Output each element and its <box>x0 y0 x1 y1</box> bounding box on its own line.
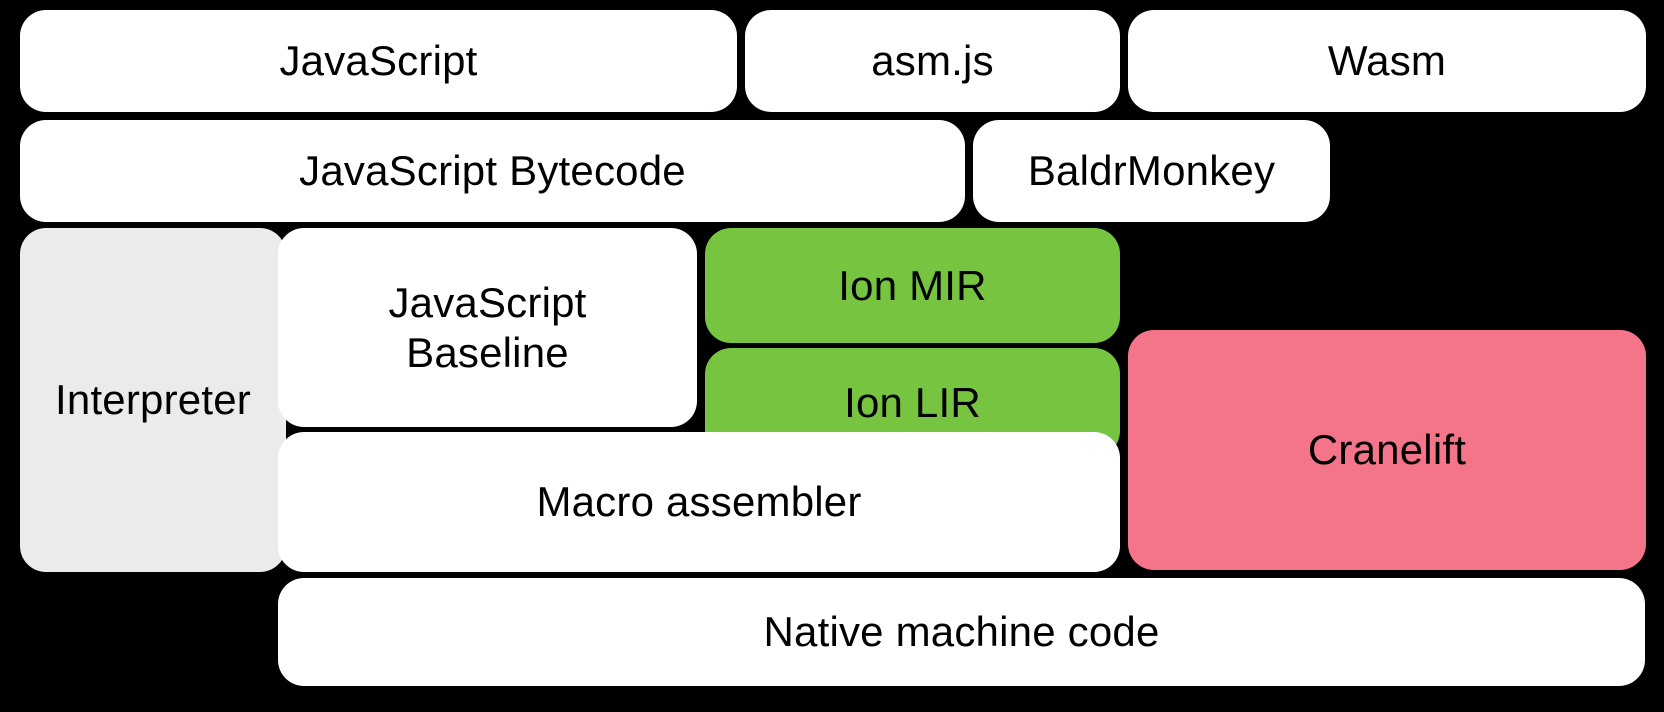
node-interpreter: Interpreter <box>20 228 286 572</box>
node-javascript-bytecode: JavaScript Bytecode <box>20 120 965 222</box>
node-ion-mir: Ion MIR <box>705 228 1120 343</box>
node-wasm: Wasm <box>1128 10 1646 112</box>
node-baldrmonkey: BaldrMonkey <box>973 120 1330 222</box>
node-javascript-baseline: JavaScript Baseline <box>278 228 697 427</box>
node-macro-assembler: Macro assembler <box>278 432 1120 572</box>
node-cranelift: Cranelift <box>1128 330 1646 570</box>
node-native-machine-code: Native machine code <box>278 578 1645 686</box>
node-asm-js: asm.js <box>745 10 1120 112</box>
node-javascript: JavaScript <box>20 10 737 112</box>
